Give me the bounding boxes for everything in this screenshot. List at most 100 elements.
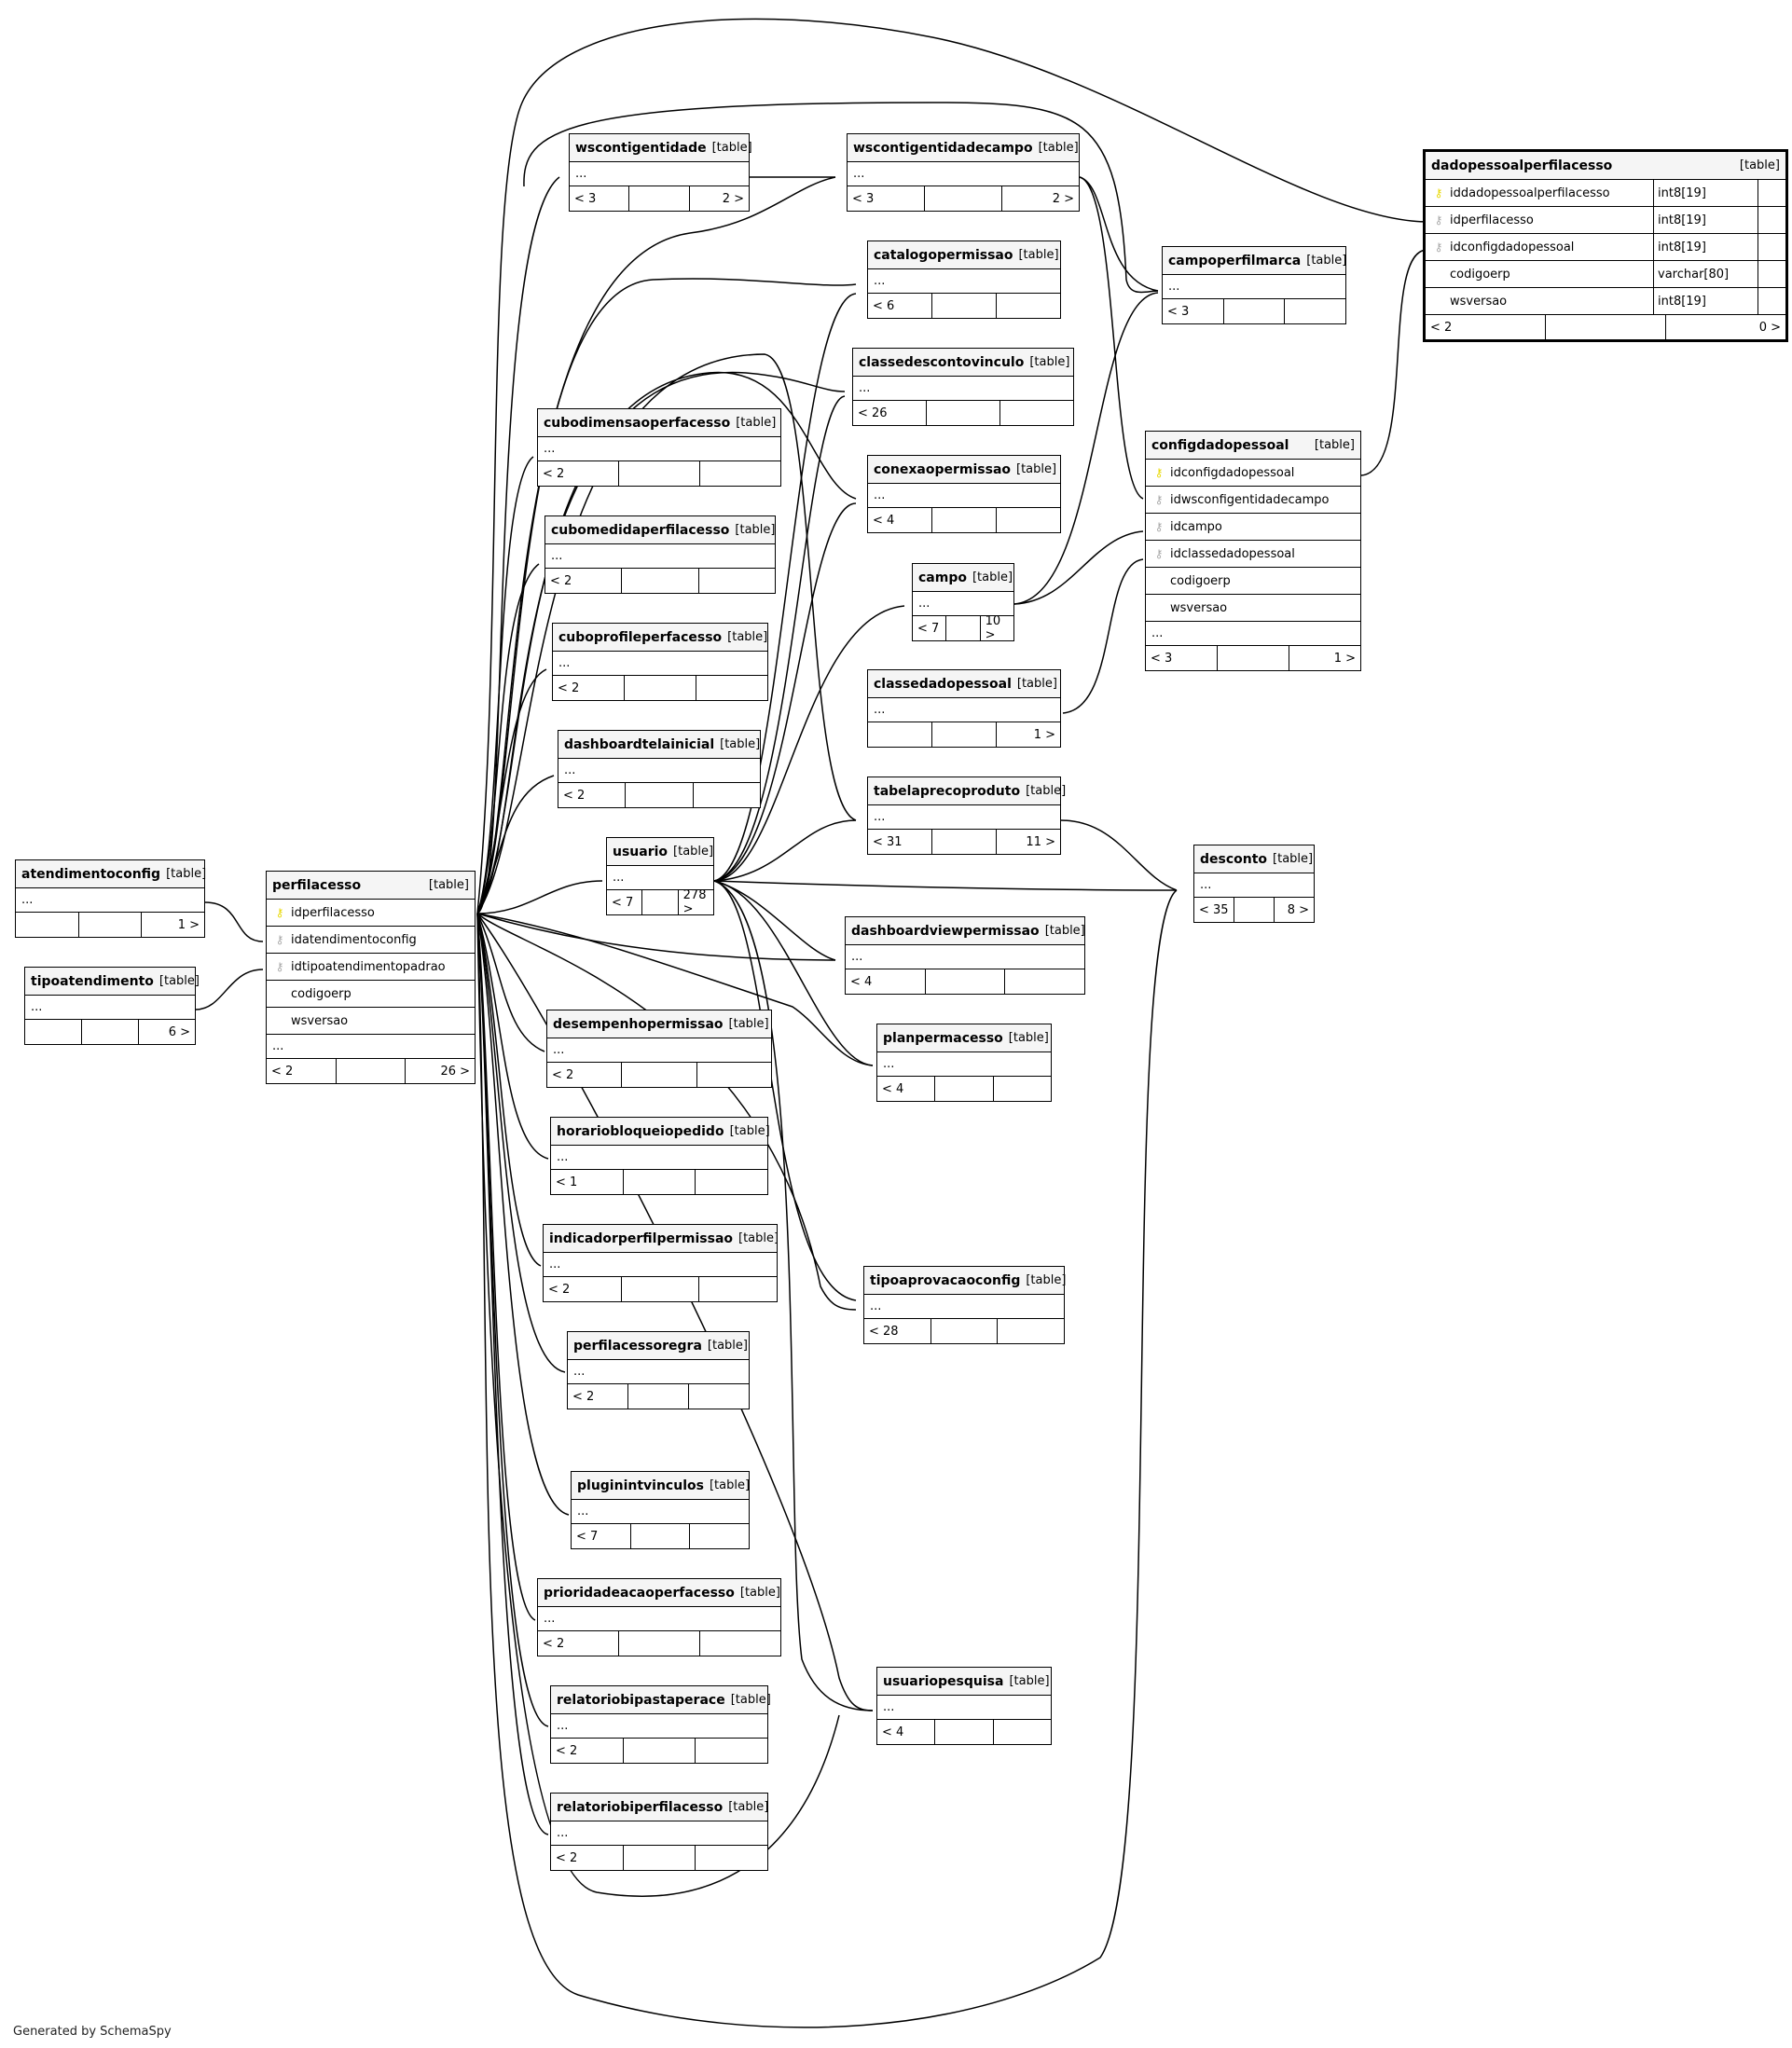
columns-ellipsis: ... — [553, 652, 767, 676]
foreign-key-icon: ⚷ — [1434, 213, 1443, 227]
table-tag: [table] — [728, 1800, 769, 1814]
columns-ellipsis: ... — [913, 592, 1013, 616]
table-prioridadeacaoperfacesso[interactable]: prioridadeacaoperfacesso[table]...< 2 — [537, 1578, 781, 1656]
table-tag: [table] — [1038, 141, 1079, 155]
table-desempenhopermissao[interactable]: desempenhopermissao[table]...< 2 — [546, 1010, 772, 1088]
table-name: pluginintvinculos — [577, 1478, 704, 1493]
row-count — [335, 1059, 406, 1083]
column-name: idperfilacesso — [291, 905, 375, 920]
column-name: idcampo — [1170, 519, 1222, 534]
table-planpermacesso[interactable]: planpermacesso[table]...< 4 — [876, 1024, 1052, 1102]
child-count: 1 > — [1289, 646, 1360, 670]
row-count — [930, 1319, 998, 1343]
table-usuariopesquisa[interactable]: usuariopesquisa[table]...< 4 — [876, 1667, 1052, 1745]
parent-count: < 3 — [852, 191, 875, 206]
table-header: tabelaprecoproduto[table] — [868, 777, 1066, 805]
column-name: wsversao — [1450, 294, 1508, 309]
table-name: classedescontovinculo — [859, 354, 1025, 370]
table-name: tipoatendimento — [31, 973, 154, 989]
parent-count — [868, 722, 931, 747]
table-cuboprofileperfacesso[interactable]: cuboprofileperfacesso[table]...< 2 — [552, 623, 768, 701]
table-header: atendimentoconfig[table] — [16, 860, 206, 888]
column-name: iddadopessoalperfilacesso — [1450, 186, 1610, 200]
table-configdadopessoal[interactable]: configdadopessoal[table]⚷idconfigdadopes… — [1145, 431, 1361, 671]
table-tipoaprovacaoconfig[interactable]: tipoaprovacaoconfig[table]...< 28 — [863, 1266, 1066, 1344]
child-count: 11 > — [996, 830, 1060, 854]
table-classedescontovinculo[interactable]: classedescontovinculo[table]...< 26 — [852, 348, 1074, 426]
parent-count: < 4 — [882, 1725, 904, 1739]
table-name: perfilacesso — [272, 877, 362, 893]
column-row: wsversao — [1146, 595, 1360, 622]
row-count — [621, 1063, 696, 1087]
columns-ellipsis: ... — [538, 437, 780, 461]
table-pluginintvinculos[interactable]: pluginintvinculos[table]...< 7 — [571, 1471, 750, 1549]
child-count: 8 > — [1274, 898, 1314, 922]
table-tag: [table] — [428, 878, 469, 892]
row-count — [621, 569, 697, 593]
generated-by-note: Generated by SchemaSpy — [13, 2025, 172, 2039]
table-campoperfilmarca[interactable]: campoperfilmarca[table]...< 3 — [1162, 246, 1346, 324]
table-header: pluginintvinculos [table] — [572, 1472, 751, 1500]
table-perfilacessoregra[interactable]: perfilacessoregra[table]...< 2 — [567, 1331, 750, 1409]
table-footer: < 4 — [846, 969, 1084, 994]
child-count — [997, 1319, 1064, 1343]
table-header: usuario[table] — [607, 838, 713, 866]
table-dashboardviewpermissao[interactable]: dashboardviewpermissao[table]...< 4 — [845, 916, 1085, 995]
child-count — [688, 1384, 749, 1409]
columns-ellipsis: ... — [848, 162, 1079, 186]
table-footer: 1 > — [16, 913, 204, 937]
table-tipoatendimento[interactable]: tipoatendimento[table]...6 > — [24, 967, 200, 1045]
child-count: 26 > — [405, 1059, 475, 1083]
table-indicadorperfilpermissao[interactable]: indicadorperfilpermissao[table]...< 2 — [543, 1224, 779, 1302]
table-header: perfilacessoregra[table] — [568, 1332, 749, 1360]
child-count — [996, 508, 1060, 532]
table-catalogopermissao[interactable]: catalogopermissao[table]...< 6 — [867, 241, 1061, 319]
table-tag: [table] — [739, 1586, 780, 1600]
parent-count: < 2 — [563, 788, 586, 803]
table-relatoriobipastaperace[interactable]: relatoriobipastaperace[table]...< 2 — [550, 1685, 771, 1764]
table-atendimentoconfig[interactable]: atendimentoconfig[table]...1 > — [15, 859, 206, 938]
column-type: varchar[80] — [1653, 261, 1758, 287]
table-relatoriobiperfilacesso[interactable]: relatoriobiperfilacesso[table]...< 2 — [550, 1793, 768, 1871]
table-horariobloqueiopedido[interactable]: horariobloqueiopedido[table]...< 1 — [550, 1117, 770, 1195]
parent-count: < 2 — [543, 466, 565, 481]
table-name: relatoriobiperfilacesso — [557, 1799, 724, 1815]
row-count — [945, 616, 979, 640]
table-name: dashboardviewpermissao — [851, 923, 1040, 939]
table-dadopessoalperfilacesso[interactable]: dadopessoalperfilacesso[table]⚷iddadopes… — [1423, 149, 1788, 342]
table-header: tipoatendimento[table] — [25, 968, 200, 996]
table-classedadopessoal[interactable]: classedadopessoal[table]...1 > — [867, 669, 1061, 748]
column-row: ⚷idperfilacesso — [267, 900, 475, 927]
columns-ellipsis: ... — [1163, 275, 1345, 299]
table-tag: [table] — [709, 1478, 751, 1492]
table-name: dashboardtelainicial — [564, 736, 715, 752]
table-header: relatoriobipastaperace[table] — [551, 1686, 771, 1714]
table-name: horariobloqueiopedido — [557, 1123, 724, 1139]
child-count — [992, 1720, 1051, 1744]
child-count: 6 > — [138, 1020, 195, 1044]
table-footer: < 4 — [877, 1720, 1051, 1744]
child-count: 1 > — [141, 913, 204, 937]
parent-count: < 26 — [858, 405, 888, 420]
table-perfilacesso[interactable]: perfilacesso [table] ⚷idperfilacesso⚷idate… — [266, 871, 476, 1084]
table-dashboardtelainicial[interactable]: dashboardtelainicial[table]...< 2 — [558, 730, 761, 808]
column-row: ⚷idclassedadopessoal — [1146, 541, 1360, 568]
child-count: 278 > — [677, 888, 713, 916]
primary-key-icon: ⚷ — [1154, 466, 1164, 479]
table-cubomedidaperfilacesso[interactable]: cubomedidaperfilacesso[table]...< 2 — [544, 515, 776, 594]
column-row: ⚷idatendimentoconfig — [267, 927, 475, 954]
table-tag: [table] — [729, 1124, 770, 1138]
table-cubodimensaoperfacesso[interactable]: cubodimensaoperfacesso[table]...< 2 — [537, 408, 781, 487]
parent-count: < 7 — [576, 1529, 599, 1544]
table-conexaopermissao[interactable]: conexaopermissao[table]...< 4 — [867, 455, 1061, 533]
